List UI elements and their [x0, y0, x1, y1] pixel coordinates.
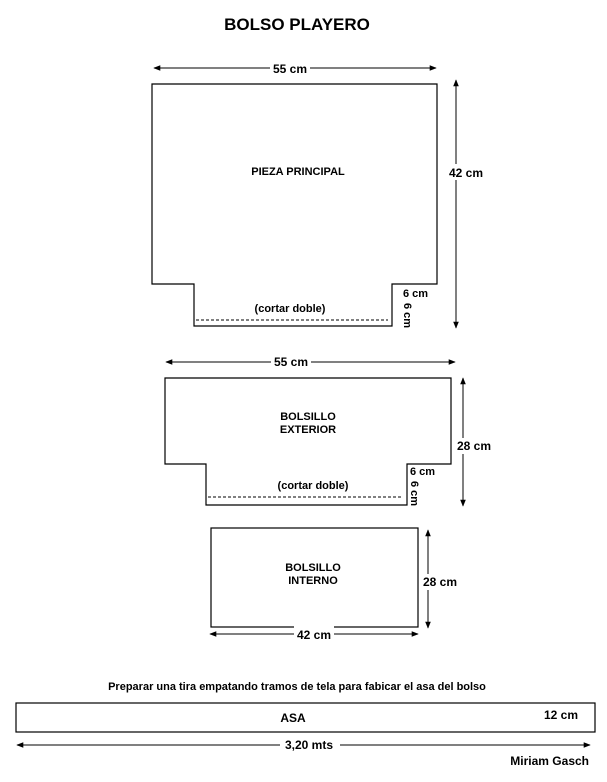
- interno-height-label: 28 cm: [423, 575, 457, 589]
- strap-name: ASA: [280, 711, 306, 725]
- interno-width-label: 42 cm: [297, 628, 331, 642]
- principal-outline: [151, 83, 438, 327]
- exterior-name-line1: BOLSILLO: [280, 411, 336, 423]
- piece-strap: Preparar una tira empatando tramos de te…: [15, 681, 596, 753]
- principal-name: PIEZA PRINCIPAL: [251, 166, 345, 178]
- strap-length-label: 3,20 mts: [285, 738, 333, 752]
- piece-interno: BOLSILLO INTERNO 28 cm 42 cm: [209, 527, 460, 642]
- piece-principal: 55 cm PIEZA PRINCIPAL (cortar doble) 42 …: [151, 60, 486, 329]
- piece-exterior: 55 cm BOLSILLO EXTERIOR (cortar doble) 2…: [164, 354, 494, 507]
- principal-height-label: 42 cm: [449, 166, 483, 180]
- author-credit: Miriam Gasch: [510, 754, 589, 768]
- principal-cut-label: 6 cm: [403, 288, 428, 300]
- exterior-cut-label-vertical: 6 cm: [408, 481, 420, 506]
- principal-width-label: 55 cm: [273, 62, 307, 76]
- principal-cut-label-vertical: 6 cm: [401, 303, 413, 328]
- exterior-name-line2: EXTERIOR: [280, 424, 336, 436]
- principal-fold-note: (cortar doble): [255, 303, 326, 315]
- page-title: BOLSO PLAYERO: [224, 15, 370, 34]
- exterior-fold-note: (cortar doble): [278, 480, 349, 492]
- strap-outline: [15, 702, 596, 733]
- interno-name-line1: BOLSILLO: [285, 562, 341, 574]
- exterior-height-label: 28 cm: [457, 439, 491, 453]
- interno-name-line2: INTERNO: [288, 575, 338, 587]
- exterior-outline: [164, 377, 452, 506]
- strap-height-label: 12 cm: [544, 708, 578, 722]
- strap-instruction: Preparar una tira empatando tramos de te…: [108, 681, 486, 693]
- exterior-cut-label: 6 cm: [410, 466, 435, 478]
- exterior-width-label: 55 cm: [274, 355, 308, 369]
